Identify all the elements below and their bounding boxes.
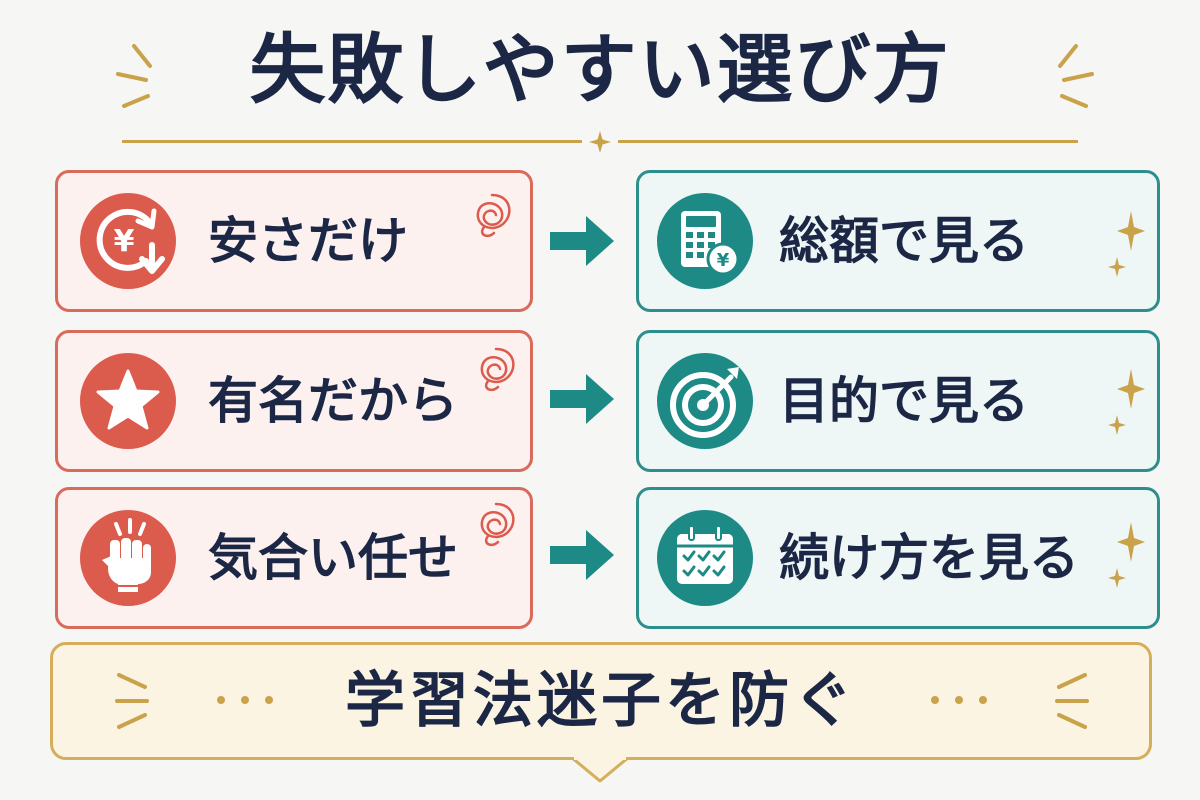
good-card-purpose: 目的で見る	[636, 330, 1160, 472]
sparkle-lines-right-icon	[1055, 673, 1089, 729]
sparkle-icon	[1108, 369, 1145, 435]
scribble-icon	[480, 347, 515, 392]
title-sparkle-icon	[589, 131, 611, 153]
calendar-check-icon	[657, 510, 753, 606]
sparkle-lines-left-icon	[116, 44, 152, 108]
page-title: 失敗しやすい選び方	[249, 25, 951, 114]
svg-text:¥: ¥	[717, 250, 730, 271]
sparkle-icon	[1108, 522, 1145, 588]
svg-text:¥: ¥	[114, 224, 135, 259]
sparkle-icon	[1108, 211, 1145, 277]
dots-left-icon	[217, 696, 273, 704]
banner-pointer	[571, 757, 629, 783]
bad-card-famous: 有名だから	[55, 330, 533, 472]
bad-card-cheap-only: ¥ 安さだけ	[55, 170, 533, 312]
title-underline-right	[618, 140, 1078, 143]
dots-right-icon	[931, 696, 987, 704]
star-icon	[80, 353, 176, 449]
calculator-yen-icon: ¥	[657, 193, 753, 289]
good-label: 目的で見る	[779, 372, 1029, 430]
banner-text: 学習法迷子を防ぐ	[345, 666, 857, 736]
bad-label: 気合い任せ	[208, 529, 458, 587]
sparkle-lines-right-icon	[1058, 44, 1094, 108]
arrow-right-icon	[550, 216, 614, 266]
arrow-right-icon	[550, 374, 614, 424]
sparkle-lines-left-icon	[115, 673, 149, 729]
conclusion-banner: 学習法迷子を防ぐ	[50, 642, 1152, 760]
good-label: 総額で見る	[779, 212, 1029, 270]
bad-card-willpower: 気合い任せ	[55, 487, 533, 629]
good-label: 続け方を見る	[779, 529, 1079, 587]
scribble-icon	[480, 502, 515, 547]
bad-label: 有名だから	[208, 372, 458, 430]
good-card-total-cost: ¥ 総額で見る	[636, 170, 1160, 312]
title-underline-left	[122, 140, 582, 143]
target-arrow-icon	[657, 353, 753, 449]
bad-label: 安さだけ	[208, 212, 408, 270]
good-card-continuation: 続け方を見る	[636, 487, 1160, 629]
arrow-right-icon	[550, 530, 614, 580]
fist-icon	[80, 510, 176, 606]
yen-down-icon: ¥	[80, 193, 176, 289]
scribble-icon	[476, 193, 511, 238]
